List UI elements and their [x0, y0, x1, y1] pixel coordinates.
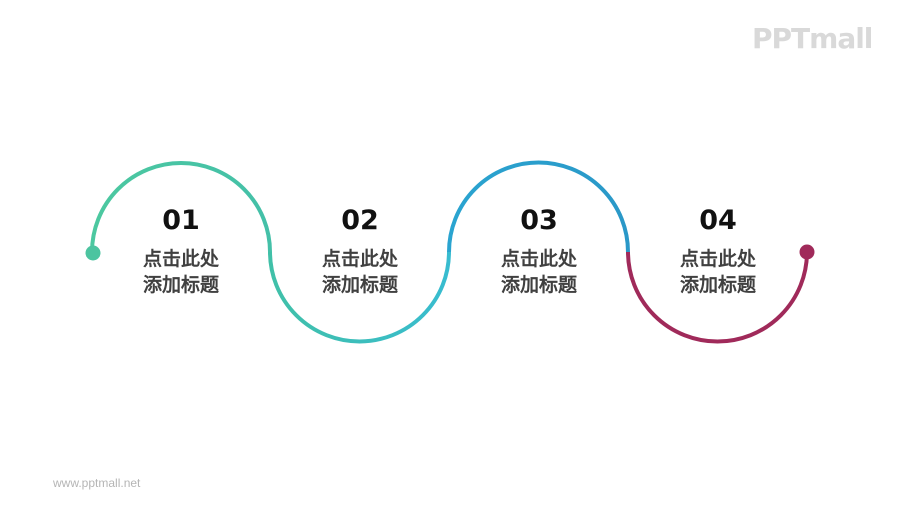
end-dot	[799, 244, 815, 260]
start-dot	[85, 245, 101, 261]
wave-segment-3	[447, 160, 630, 253]
step-number: 03	[520, 205, 558, 236]
step-number: 01	[162, 205, 200, 236]
wave-segment-1	[90, 161, 272, 253]
pptmall-logo: PPTmall	[752, 22, 873, 55]
footer-url: www.pptmall.net	[53, 476, 141, 490]
step-3: 03 点击此处 添加标题	[469, 204, 609, 298]
step-2: 02 点击此处 添加标题	[290, 204, 430, 298]
step-title-line2: 添加标题	[500, 274, 577, 296]
wave-segment-2	[268, 251, 451, 344]
step-title-line2: 添加标题	[321, 274, 398, 296]
step-number: 04	[699, 205, 737, 236]
step-title: 点击此处 添加标题	[648, 246, 788, 298]
step-title: 点击此处 添加标题	[469, 246, 609, 298]
step-number: 02	[341, 205, 379, 236]
step-title-line1: 点击此处	[321, 248, 398, 270]
step-4: 04 点击此处 添加标题	[648, 204, 788, 298]
step-title-line1: 点击此处	[500, 248, 577, 270]
step-title-line1: 点击此处	[679, 248, 756, 270]
step-title-line2: 添加标题	[679, 274, 756, 296]
step-title-line2: 添加标题	[142, 274, 219, 296]
step-title: 点击此处 添加标题	[290, 246, 430, 298]
step-1: 01 点击此处 添加标题	[111, 204, 251, 298]
wave-segment-4	[626, 251, 809, 344]
step-title-line1: 点击此处	[142, 248, 219, 270]
step-title: 点击此处 添加标题	[111, 246, 251, 298]
